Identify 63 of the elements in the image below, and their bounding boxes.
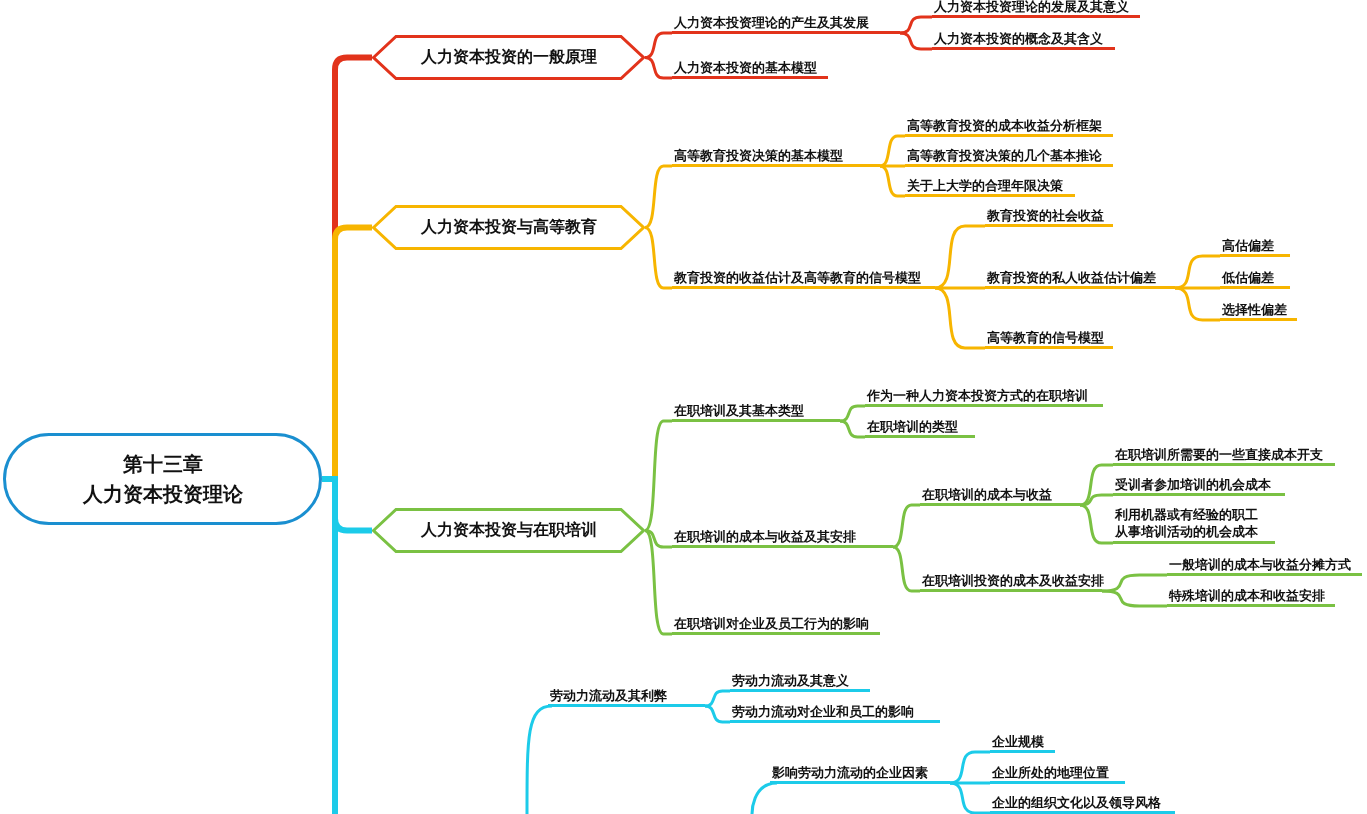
topic-label: 教育投资的收益估计及高等教育的信号模型	[672, 269, 935, 289]
hexagon-box: 人力资本投资与高等教育	[372, 205, 645, 250]
topic-label: 在职培训的成本与收益及其安排	[672, 528, 893, 548]
branch-line	[322, 476, 338, 814]
branch-line	[899, 31, 932, 51]
branch-line	[1101, 573, 1167, 593]
topic-label: 作为一种人力资本投资方式的在职培训	[865, 387, 1103, 407]
branch-line	[839, 404, 865, 423]
branch-line	[644, 31, 672, 59]
branch-line	[899, 15, 932, 35]
hexagon-box: 人力资本投资的一般原理	[372, 35, 645, 80]
branch-line	[1174, 254, 1220, 290]
topic-label: 低估偏差	[1220, 269, 1290, 289]
root-box: 第十三章 人力资本投资理论	[3, 433, 322, 525]
hexagon-box: 人力资本投资与在职培训	[372, 508, 645, 553]
topic-label: 教育投资的私人收益估计偏差	[985, 269, 1175, 289]
topic-label: 企业的组织文化以及领导风格	[990, 794, 1175, 814]
branch-line	[879, 164, 905, 198]
branch-line	[892, 503, 920, 549]
topic-label: 在职培训及其基本类型	[672, 402, 840, 422]
topic-label: 受训者参加培训的机会成本	[1113, 476, 1285, 496]
topic-label: 利用机器或有经验的职工从事培训活动的机会成本	[1113, 506, 1275, 544]
topic-label: 教育投资的社会收益	[985, 207, 1113, 227]
topic-label: 人力资本投资的基本模型	[672, 59, 828, 79]
topic-label: 高等教育投资决策的几个基本推论	[905, 147, 1113, 167]
branch-line	[879, 134, 905, 168]
branch-line	[704, 689, 730, 708]
topic-label: 劳动力流动及其意义	[730, 672, 870, 692]
topic-label: 人力资本投资理论的发展及其意义	[932, 0, 1140, 18]
topic-label: 影响劳动力流动的企业因素	[770, 764, 950, 784]
topic-label: 高等教育投资的成本收益分析框架	[905, 117, 1113, 137]
branch-line	[644, 56, 672, 80]
topic-label: 选择性偏差	[1220, 301, 1297, 321]
branch-line	[949, 781, 990, 814]
topic-label: 高等教育的信号模型	[985, 329, 1113, 349]
topic-label: 高估偏差	[1220, 237, 1290, 257]
topic-label: 在职培训对企业及员工行为的影响	[672, 615, 880, 635]
topic-label: 劳动力流动对企业和员工的影响	[730, 703, 940, 723]
topic-label: 在职培训的类型	[865, 418, 975, 438]
branch-line	[949, 750, 990, 785]
topic-label: 关于上大学的合理年限决策	[905, 177, 1075, 197]
topic-label: 企业所处的地理位置	[990, 764, 1125, 784]
branch-line	[934, 286, 985, 350]
topic-label: 企业规模	[990, 733, 1055, 753]
branch-line	[934, 224, 985, 290]
branch-line	[1101, 589, 1167, 608]
topic-label: 人力资本投资理论的产生及其发展	[672, 14, 900, 34]
branch-line	[1174, 286, 1220, 322]
branch-line	[1079, 493, 1113, 507]
branch-line	[644, 529, 672, 636]
topic-label: 劳动力流动及其利弊	[548, 687, 705, 707]
branch-line	[525, 704, 554, 814]
topic-label: 在职培训投资的成本及收益安排	[920, 572, 1102, 592]
branch-line	[644, 529, 672, 549]
topic-label: 一般培训的成本与收益分摊方式	[1167, 556, 1362, 576]
branch-line	[704, 704, 730, 724]
branch-line	[839, 419, 865, 439]
branch-line	[750, 781, 779, 814]
topic-label: 人力资本投资的概念及其含义	[932, 30, 1115, 50]
topic-label: 高等教育投资决策的基本模型	[672, 147, 880, 167]
topic-label: 在职培训所需要的一些直接成本开支	[1113, 446, 1335, 466]
topic-label: 特殊培训的成本和收益安排	[1167, 587, 1335, 607]
topic-label: 在职培训的成本与收益	[920, 486, 1080, 506]
